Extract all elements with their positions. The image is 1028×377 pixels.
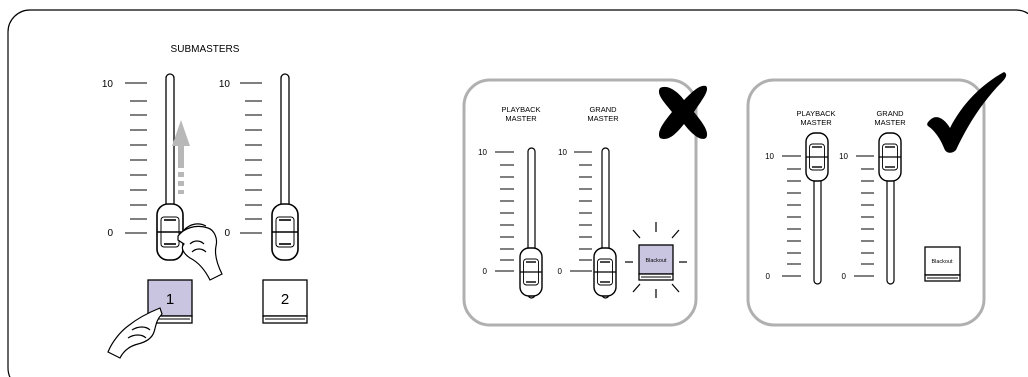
correct-grand-fader[interactable]: 10 0	[839, 133, 901, 284]
correct-playback-knob[interactable]	[806, 133, 828, 181]
correct-playback-label-1: PLAYBACK	[796, 109, 835, 118]
fader-2-scale-min: 0	[224, 228, 230, 239]
wrong-blackout-button[interactable]: Blackout	[625, 222, 687, 298]
wrong-playback-label-1: PLAYBACK	[501, 105, 540, 114]
correct-grand-knob[interactable]	[879, 133, 901, 181]
wrong-playback-knob[interactable]	[520, 248, 542, 296]
correct-playback-label-2: MASTER	[800, 118, 832, 127]
checkmark-icon	[927, 72, 1006, 153]
wrong-example-panel: PLAYBACK MASTER GRAND MASTER 10 0 10 0	[464, 80, 707, 325]
correct-blackout-button[interactable]: Blackout	[925, 247, 960, 281]
wrong-grand-label-2: MASTER	[587, 114, 619, 123]
up-arrow-icon	[172, 120, 190, 194]
correct-playback-scale-min: 0	[766, 272, 771, 281]
wrong-playback-label-2: MASTER	[505, 114, 537, 123]
wrong-grand-scale-max: 10	[558, 148, 567, 157]
correct-grand-label-2: MASTER	[874, 118, 906, 127]
submaster-fader-1[interactable]: 10 0	[102, 74, 222, 280]
wrong-playback-scale-max: 10	[478, 148, 487, 157]
bump-button-1-label: 1	[166, 291, 174, 308]
correct-grand-scale-max: 10	[839, 152, 848, 161]
wrong-playback-fader[interactable]: 10 0	[478, 148, 542, 298]
fader-2-knob[interactable]	[272, 204, 298, 260]
fader-1-scale-max: 10	[102, 79, 114, 90]
cross-icon	[659, 86, 707, 139]
correct-playback-scale-max: 10	[765, 152, 774, 161]
pointing-hand-icon	[108, 308, 162, 358]
wrong-blackout-label: Blackout	[645, 258, 667, 264]
submasters-section: SUBMASTERS 10 0	[102, 44, 307, 358]
correct-grand-label-1: GRAND	[876, 109, 904, 118]
bump-button-2[interactable]: 2	[263, 280, 307, 323]
bump-button-2-label: 2	[281, 291, 289, 308]
fader-2-scale-max: 10	[219, 79, 231, 90]
wrong-grand-label-1: GRAND	[589, 105, 617, 114]
correct-playback-fader[interactable]: 10 0	[765, 133, 828, 284]
correct-grand-scale-min: 0	[842, 272, 847, 281]
correct-example-panel: PLAYBACK MASTER GRAND MASTER 10 0 10 0	[748, 72, 1006, 325]
submaster-fader-2[interactable]: 10 0	[219, 74, 298, 260]
fader-1-scale-min: 0	[107, 228, 113, 239]
wrong-grand-fader[interactable]: 10 0	[558, 148, 616, 298]
wrong-grand-knob[interactable]	[594, 248, 616, 296]
fader-1-knob[interactable]	[157, 204, 183, 260]
wrong-playback-scale-min: 0	[483, 267, 488, 276]
hand-icon	[178, 224, 222, 280]
correct-blackout-label: Blackout	[931, 259, 953, 265]
wrong-grand-scale-min: 0	[558, 267, 563, 276]
submasters-title: SUBMASTERS	[171, 44, 240, 55]
